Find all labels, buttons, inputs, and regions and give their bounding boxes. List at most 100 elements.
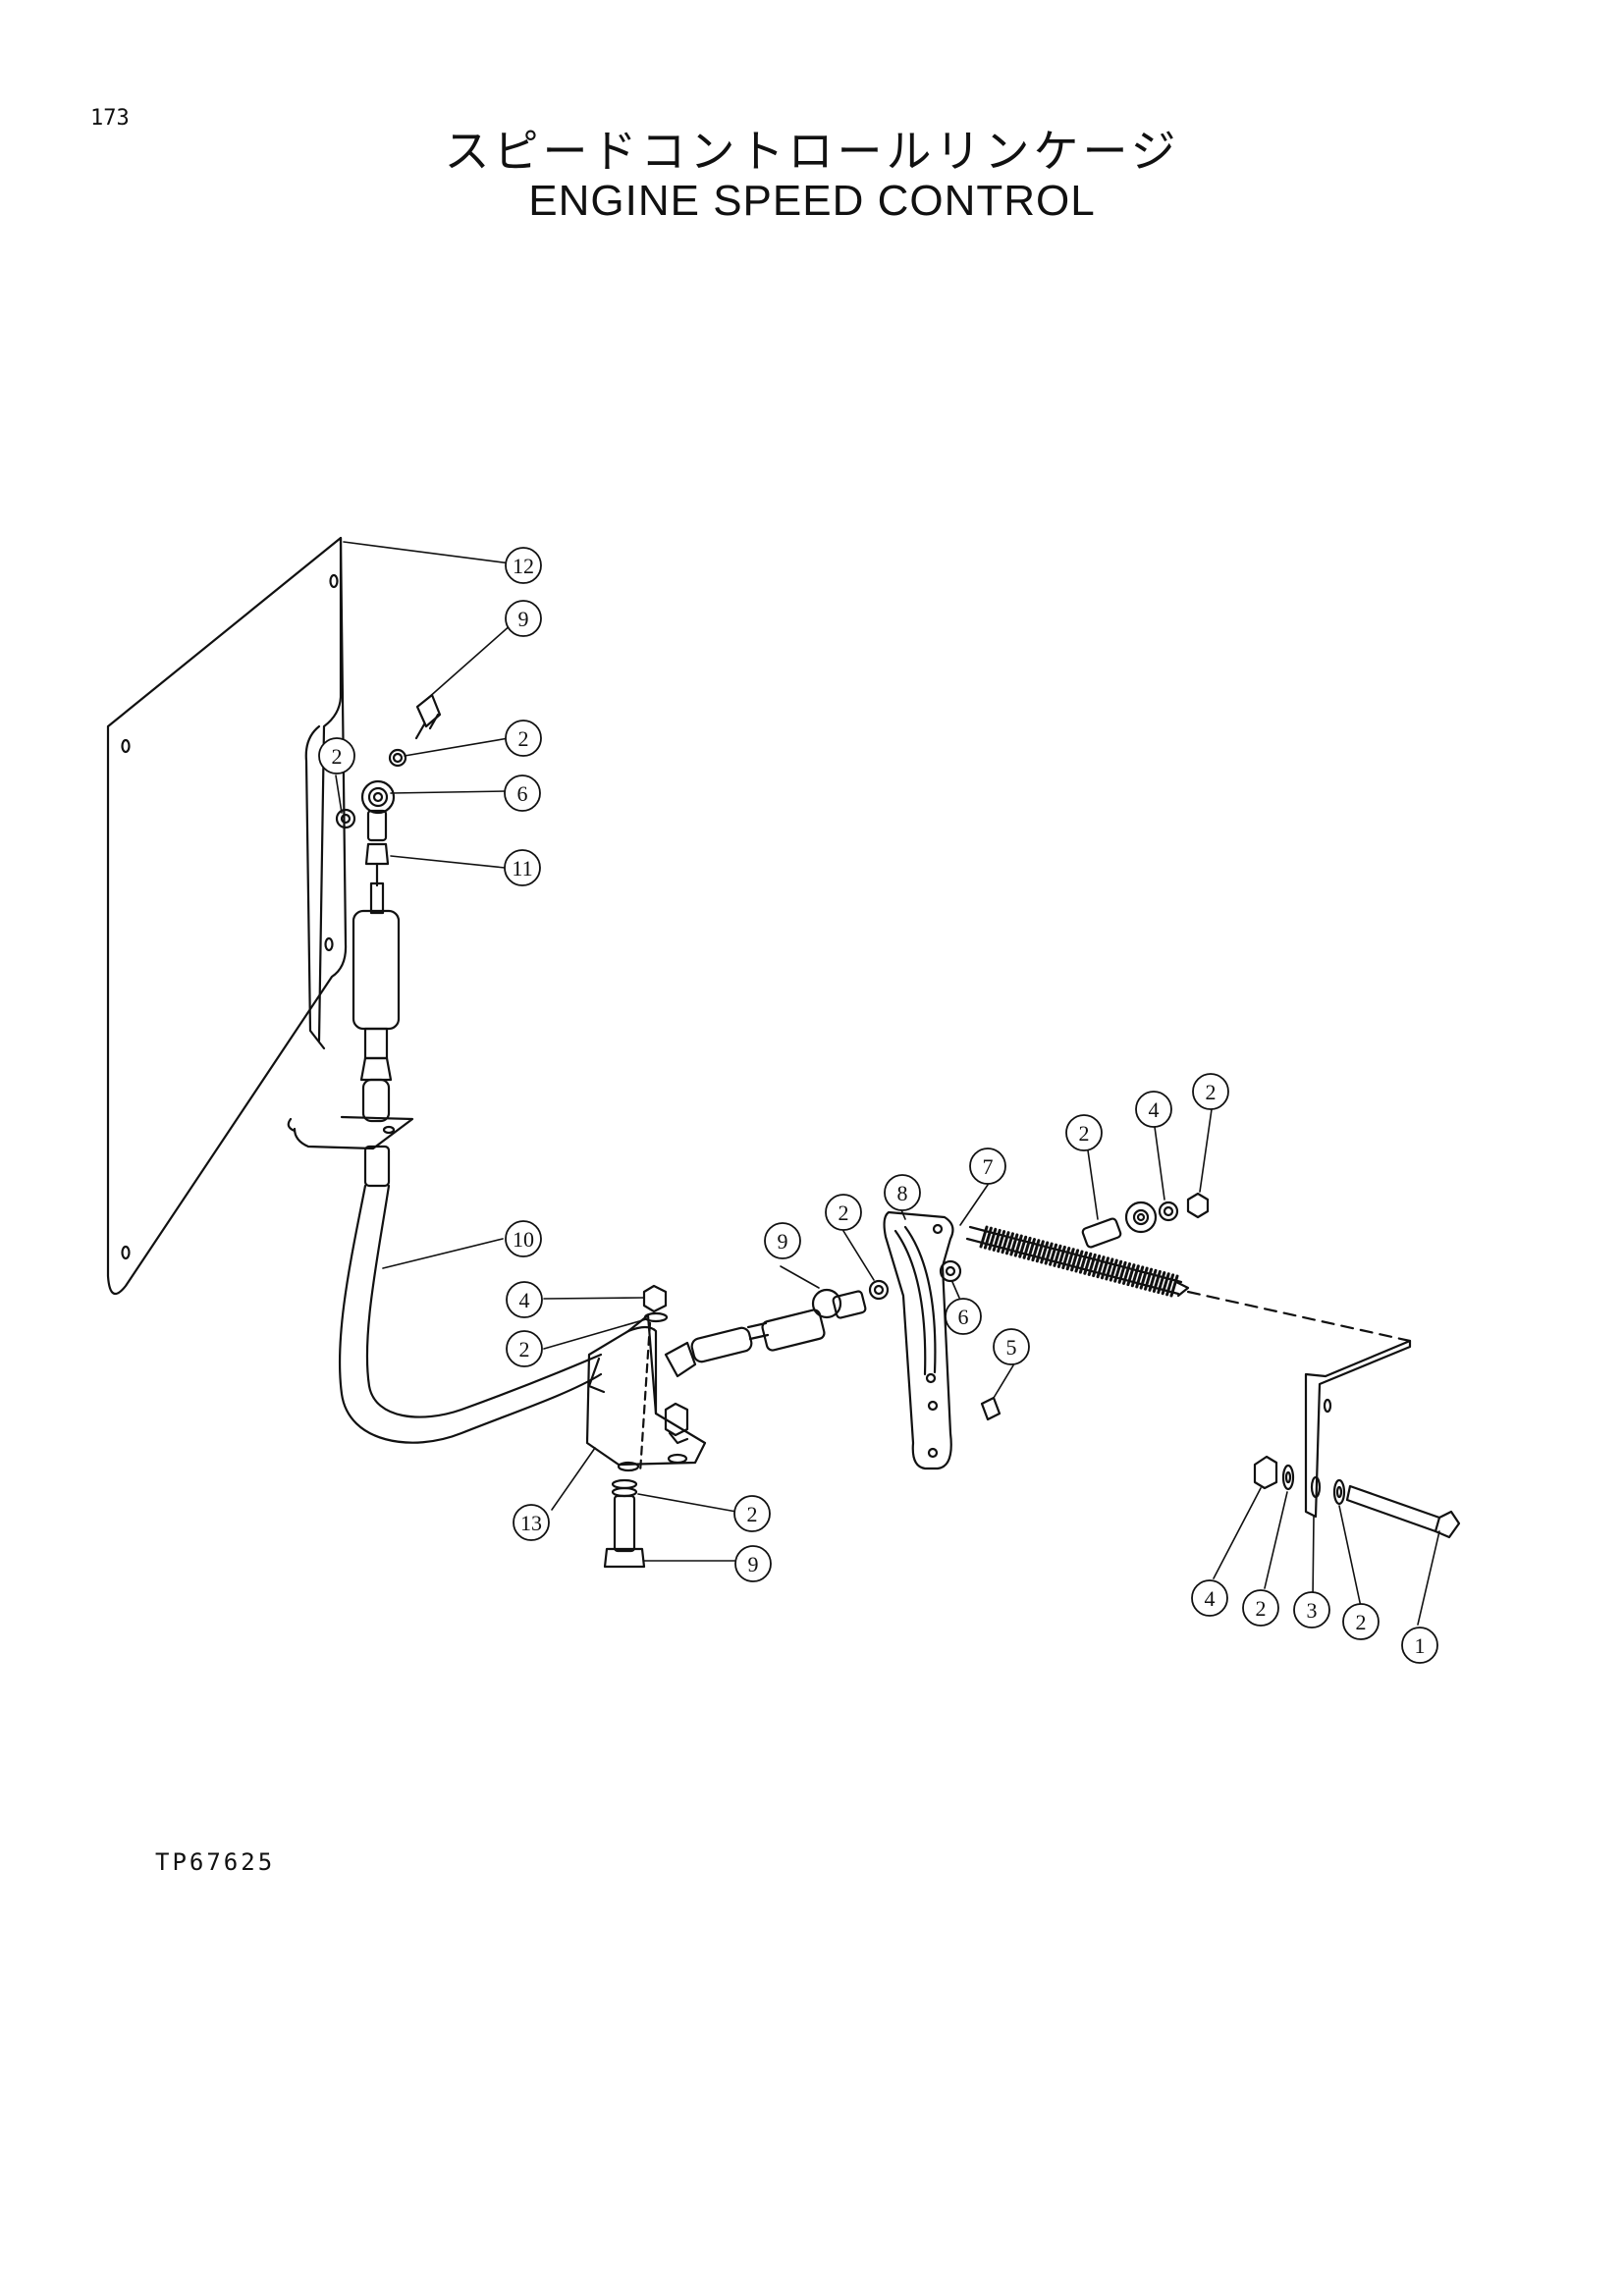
callout-2: 2 [825,1194,862,1231]
callout-circle [764,1222,801,1259]
callout-2: 2 [1242,1589,1279,1627]
spring-coil [1056,1245,1066,1268]
callout-circle [734,1545,772,1582]
callout-circle [884,1174,921,1211]
spring-coil [1092,1255,1102,1278]
spring-coil [1022,1236,1032,1259]
spring-coil [979,1225,989,1249]
callout-circle [1065,1114,1103,1151]
right-bracket [1304,1339,1412,1519]
dashed-guide-line [1186,1290,1412,1343]
callout-number: 13 [520,1511,542,1535]
callout-number: 6 [517,781,528,806]
spring-coil [1013,1234,1023,1257]
spring-coil [1152,1269,1162,1293]
callout-11: 11 [504,849,541,886]
callout-2: 2 [506,1330,543,1367]
spring-coil [1049,1243,1058,1266]
callout-number: 2 [1206,1080,1217,1104]
callout-circle [1192,1073,1229,1110]
callout-7: 7 [969,1148,1006,1185]
spring-coil [1074,1250,1084,1273]
spring-coil [1161,1272,1170,1296]
spring-coil [1065,1248,1075,1271]
speed-lever [883,1210,1001,1470]
spring-coil [1169,1274,1179,1298]
callout-number: 12 [513,554,534,578]
spring-coil [1144,1267,1154,1291]
callout-circle [506,1281,543,1318]
callout-circle [505,547,542,584]
callout-number: 1 [1415,1633,1426,1658]
callout-circle [504,774,541,812]
callout-circle [505,1220,542,1257]
callout-circle [1135,1091,1172,1128]
callout-number: 3 [1307,1598,1318,1623]
cable-end [664,1279,890,1378]
callout-6: 6 [945,1298,982,1335]
spring-coil [1130,1264,1140,1288]
spring-coil [1027,1238,1036,1260]
callout-number: 11 [512,856,532,881]
callout-number: 2 [747,1502,758,1526]
spring-coil [1083,1252,1093,1275]
callout-number: 4 [1149,1097,1160,1122]
bolt-assembly [1253,1455,1461,1539]
drawing-code: TP67625 [155,1848,276,1876]
callout-6: 6 [504,774,541,812]
callout-number: 10 [513,1227,534,1252]
callout-3: 3 [1293,1591,1330,1629]
spring-coil [1053,1244,1062,1267]
callout-circle [318,737,355,774]
callout-number: 9 [748,1552,759,1576]
title-english: ENGINE SPEED CONTROL [528,177,1096,225]
callout-number: 2 [332,744,343,769]
spring-coil [1031,1239,1041,1262]
spring-coil [1109,1258,1118,1282]
callout-number: 2 [519,1337,530,1362]
callout-number: 2 [1356,1610,1367,1634]
callout-circle [1191,1579,1228,1617]
spring-coil [988,1227,998,1251]
leader-lines [335,541,1440,1626]
callout-9: 9 [505,600,542,637]
callout-13: 13 [513,1504,550,1541]
callout-circle [1401,1627,1438,1664]
spring-coil [1113,1259,1123,1283]
callout-number: 9 [518,607,529,631]
callout-circle [945,1298,982,1335]
callout-circle [969,1148,1006,1185]
rod-end-upper-right [1081,1192,1210,1249]
callout-5: 5 [993,1328,1030,1365]
callout-circle [504,849,541,886]
spring-coil [1040,1241,1050,1264]
spring-coil [1126,1263,1136,1287]
spring-coil [1096,1255,1106,1279]
callout-9: 9 [734,1545,772,1582]
callout-circle [505,600,542,637]
callout-circle [1342,1603,1380,1640]
callout-12: 12 [505,547,542,584]
spring-coil [997,1230,1006,1254]
spring-coil [983,1226,993,1250]
spring-coil [1139,1266,1149,1290]
spring-coil [1165,1273,1175,1297]
callout-4: 4 [1135,1091,1172,1128]
callout-circle [506,1330,543,1367]
spring-coil [1001,1231,1010,1255]
control-cable [338,1184,603,1444]
spring-coil [1044,1242,1054,1265]
callout-number: 2 [839,1201,849,1225]
callout-number: 9 [778,1229,788,1254]
spring-coil [1100,1256,1110,1280]
callout-circle [993,1328,1030,1365]
page-number: 173 [90,106,130,131]
spring-coil [1070,1249,1080,1272]
spring-coil [992,1228,1001,1252]
spring-coil [1148,1268,1158,1292]
callout-9: 9 [764,1222,801,1259]
callout-2: 2 [1192,1073,1229,1110]
spring-coil [1087,1253,1097,1276]
